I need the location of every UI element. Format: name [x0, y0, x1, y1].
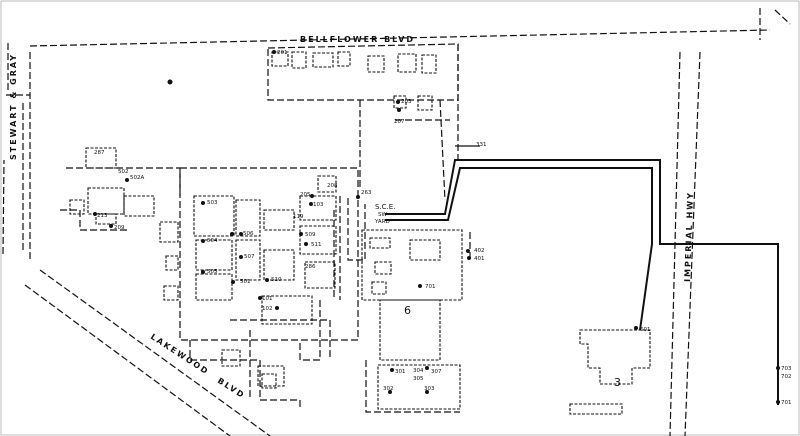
building-label-502a: 502A [130, 175, 144, 181]
building-label-501: 501 [240, 279, 251, 285]
area-3 [579, 326, 651, 385]
building-label-505: 505 [207, 269, 218, 275]
street-label-lakewood: LAKEWOOD [149, 332, 211, 377]
building-label-209: 209 [114, 225, 125, 231]
street-label-lakewood-blvd: BLVD [216, 376, 247, 400]
building-label-510: 510 [271, 277, 282, 283]
building-label-503: 503 [207, 200, 218, 206]
building-label-331: 331 [476, 142, 487, 148]
building-label-703: 703 [781, 366, 792, 372]
building-label-402: 402 [474, 248, 485, 254]
street-label-stewart-gray: STEWART & GRAY [9, 53, 18, 160]
building-label-201: 201 [277, 50, 288, 56]
building-label-203: 203 [401, 99, 412, 105]
building-label-502: 502 [118, 169, 129, 175]
building-label-701-east: 701 [781, 400, 792, 406]
building-label-401: 401 [474, 256, 485, 262]
building-label-119: 119 [293, 214, 304, 220]
building-label-207: 207 [394, 119, 405, 125]
far-west-group [60, 79, 181, 231]
building-label-286: 286 [305, 264, 316, 270]
building-label-287: 287 [94, 150, 105, 156]
west-complex [159, 167, 359, 360]
yard-label-line1: S.C.E. [375, 203, 395, 211]
building-label-507-west: 507 [244, 254, 255, 260]
building-label-208: 208 [327, 183, 338, 189]
area-label-6: 6 [404, 304, 411, 317]
yard-label-line3: YARD [374, 219, 390, 225]
building-label-506: 506 [243, 231, 254, 237]
building-label-103: 103 [313, 202, 324, 208]
street-boundaries [2, 8, 791, 436]
transmission-line [385, 145, 779, 405]
building-label-307: 307 [431, 369, 442, 375]
building-label-102: 102 [262, 306, 273, 312]
switchyard-area [333, 195, 471, 301]
building-label-205: 205 [300, 192, 311, 198]
area-6 [379, 284, 441, 361]
building-label-504: 504 [207, 238, 218, 244]
building-label-511: 511 [311, 242, 322, 248]
building-label-302: 302 [383, 386, 394, 392]
building-label-301: 301 [395, 369, 406, 375]
yard-label-line2: SW [378, 212, 387, 218]
building-label-701-upper: 701 [425, 284, 436, 290]
building-label-702: 702 [781, 374, 792, 380]
building-label-305: 305 [413, 376, 424, 382]
building-label-213: 213 [97, 213, 108, 219]
building-label-304: 304 [413, 368, 424, 374]
north-lot [267, 43, 459, 201]
street-label-imperial: IMPERIAL HWY [683, 191, 695, 282]
building-label-601: 601 [640, 327, 651, 333]
south-building-group [365, 360, 623, 415]
lower-west-buildings [189, 300, 321, 410]
street-label-bellflower: BELLFLOWER BLVD [300, 35, 415, 44]
building-label-263: 263 [361, 190, 372, 196]
area-label-3: 3 [614, 376, 621, 389]
building-label-509: 509 [305, 232, 316, 238]
building-label-303: 303 [424, 386, 435, 392]
building-label-101: 101 [262, 296, 273, 302]
